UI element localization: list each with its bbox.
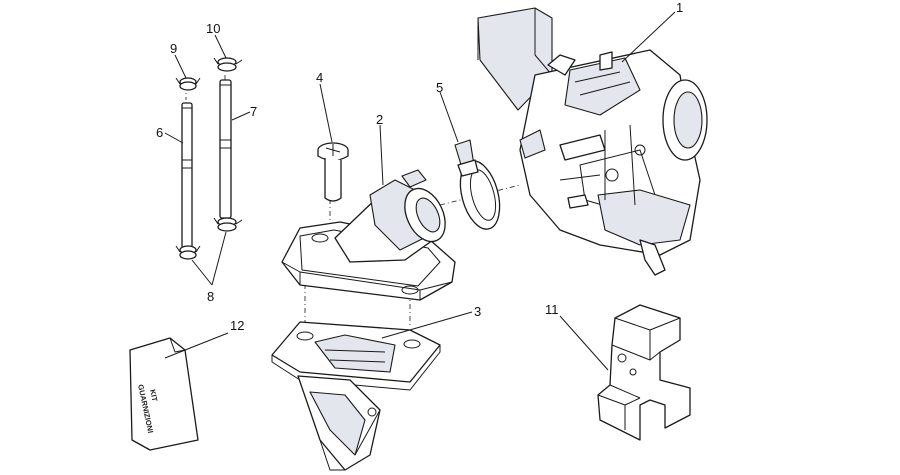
- callout-8: 8: [207, 289, 214, 304]
- callout-12: 12: [230, 318, 244, 333]
- callout-5: 5: [436, 80, 443, 95]
- leader-lines: [164, 11, 676, 371]
- clip-8b: [213, 217, 243, 232]
- screw-part: [317, 142, 349, 202]
- clip-9: [175, 77, 201, 91]
- callout-3: 3: [474, 304, 481, 319]
- hose-clamp-part: [454, 139, 501, 230]
- intake-manifold-part: [281, 169, 456, 301]
- carburettor-part: [477, 7, 708, 276]
- gasket-kit-part: KIT GUARNIZIONI: [129, 337, 199, 451]
- hose-part-7: [219, 79, 232, 219]
- callout-1: 1: [676, 0, 683, 15]
- clip-10: [213, 57, 243, 72]
- callout-7: 7: [250, 104, 257, 119]
- kit-label-line1: KIT: [148, 389, 159, 403]
- callout-2: 2: [376, 112, 383, 127]
- callout-6: 6: [156, 125, 163, 140]
- clip-8a: [175, 245, 201, 260]
- bracket-block-part: [597, 304, 691, 441]
- callout-11: 11: [545, 302, 559, 317]
- hose-part-6: [181, 102, 193, 249]
- callout-9: 9: [170, 41, 177, 56]
- spring-clips: [175, 57, 243, 260]
- callout-4: 4: [316, 70, 323, 85]
- callout-10: 10: [206, 21, 220, 36]
- callout-numbers: 1 2 3 4 5 6 7 8 9 10 11 12: [156, 0, 683, 333]
- reed-valve-part: [271, 321, 441, 471]
